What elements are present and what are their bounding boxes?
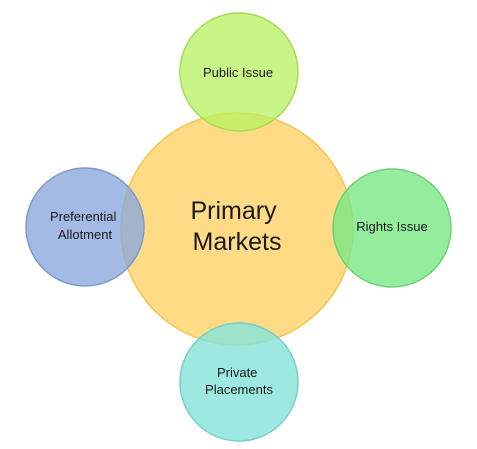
public-issue-label-line-1: Public Issue xyxy=(203,65,273,80)
node-public-issue: Public Issue xyxy=(179,12,299,132)
rights-issue-label-line-1: Rights Issue xyxy=(356,219,428,234)
rights-issue-circle xyxy=(332,168,452,288)
node-rights-issue: Rights Issue xyxy=(332,168,452,288)
node-private-placements: Private Placements xyxy=(179,322,299,442)
private-placements-circle xyxy=(179,322,299,442)
preferential-allotment-label-line-1: Preferential xyxy=(50,209,117,224)
center-label-line-1: Primary xyxy=(190,197,277,225)
center-label-line-2: Markets xyxy=(193,228,282,256)
private-placements-label-line-2: Placements xyxy=(205,382,273,397)
center-label: Primary Markets xyxy=(190,197,283,256)
private-placements-label: Private Placements xyxy=(205,365,273,397)
center-node: Primary Markets xyxy=(120,112,354,346)
node-preferential-allotment: Preferential Allotment xyxy=(25,167,145,287)
public-issue-circle xyxy=(179,12,299,132)
preferential-allotment-label-line-2: Allotment xyxy=(58,227,113,242)
private-placements-label-line-1: Private xyxy=(217,365,257,380)
rights-issue-label: Rights Issue xyxy=(356,219,428,234)
preferential-allotment-circle xyxy=(25,167,145,287)
preferential-allotment-label: Preferential Allotment xyxy=(50,209,120,242)
public-issue-label: Public Issue xyxy=(203,65,273,80)
